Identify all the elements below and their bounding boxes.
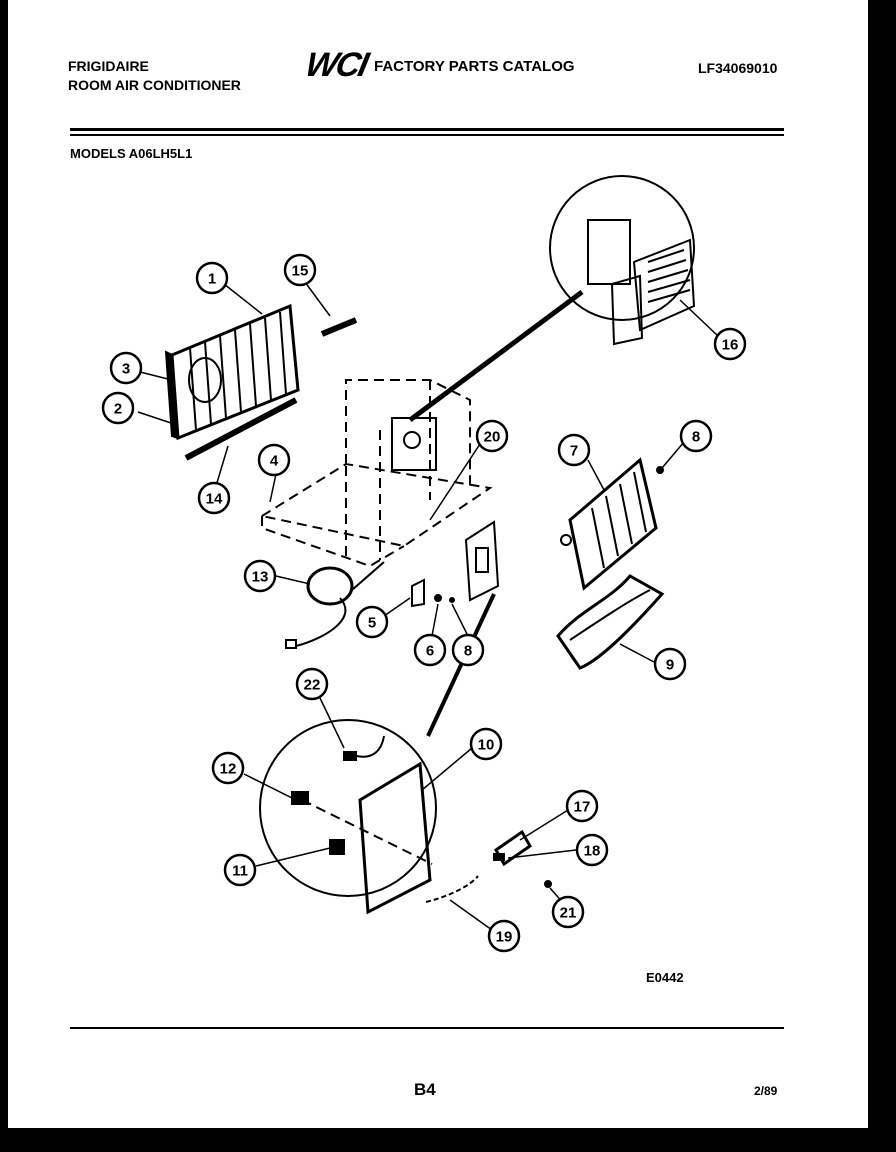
- wire-19: [425, 875, 479, 903]
- power-cord: [285, 561, 385, 649]
- callout-2-label: 2: [114, 401, 122, 418]
- header-rule-thin: [70, 134, 784, 136]
- callout-19: [487, 919, 521, 953]
- callout-6: [413, 633, 447, 667]
- callout-17-label: 17: [574, 799, 591, 816]
- callout-16-label: 16: [722, 337, 739, 354]
- footer-rule: [70, 1027, 784, 1029]
- callout-15: [283, 253, 317, 287]
- models-label: MODELS A06LH5L1: [70, 146, 193, 161]
- callout-7: [557, 433, 591, 467]
- inset-leader-lower: [426, 593, 496, 737]
- callout-9: [653, 647, 687, 681]
- callout-10: [469, 727, 503, 761]
- callout-15-label: 15: [292, 263, 309, 280]
- callout-14: [197, 481, 231, 515]
- bottom-strip: [184, 397, 298, 461]
- callout-7-label: 7: [570, 443, 578, 460]
- cabinet-outline: [259, 379, 493, 568]
- callout-16: [713, 327, 747, 361]
- screw-6: [434, 594, 442, 602]
- callout-5: [355, 605, 389, 639]
- callout-20-label: 20: [484, 429, 501, 446]
- screw-8: [449, 597, 455, 603]
- callout-3-label: 3: [122, 361, 130, 378]
- small-bar: [320, 317, 358, 337]
- header-rule: [70, 128, 784, 131]
- callout-18: [575, 833, 609, 867]
- side-grille-panel: [560, 457, 658, 591]
- filter-door-inset: [549, 175, 696, 346]
- callout-4: [257, 443, 291, 477]
- connector-block: [493, 829, 532, 867]
- callout-21: [551, 895, 585, 929]
- part-number: LF34069010: [698, 60, 778, 76]
- callout-11: [223, 853, 257, 887]
- callout-13-label: 13: [252, 569, 269, 586]
- callout-12: [211, 751, 245, 785]
- callout-1: [195, 261, 229, 295]
- product-type: ROOM AIR CONDITIONER: [68, 77, 241, 93]
- callout-3: [109, 351, 143, 385]
- screw-21: [544, 880, 552, 888]
- callout-19-label: 19: [496, 929, 513, 946]
- inset-leader: [408, 289, 584, 423]
- front-grille-panel: [164, 303, 300, 441]
- callout-13: [243, 559, 277, 593]
- callout-22: [295, 667, 329, 701]
- catalog-page: [8, 0, 868, 1128]
- callout-1-label: 1: [208, 271, 216, 288]
- callout-8-label: 8: [692, 429, 700, 446]
- drain-pan: [556, 574, 665, 670]
- callout-4-label: 4: [270, 453, 279, 470]
- control-inset: [259, 719, 437, 915]
- callout-5-label: 5: [368, 615, 376, 632]
- screw-8b: [656, 466, 664, 474]
- callout-12-label: 12: [220, 761, 237, 778]
- callout-11-label: 11: [232, 863, 248, 880]
- callout-22-label: 22: [304, 677, 321, 694]
- callout-9-label: 9: [666, 657, 674, 674]
- callout-20: [475, 419, 509, 453]
- page-number: B4: [414, 1080, 436, 1099]
- brand-name: FRIGIDAIRE: [68, 58, 149, 74]
- callout-8-lower-label: 8: [464, 643, 472, 660]
- callout-10-label: 10: [478, 737, 495, 754]
- callout-8: [679, 419, 713, 453]
- callout-21-label: 21: [560, 905, 577, 922]
- callout-2: [101, 391, 135, 425]
- callout-18-label: 18: [584, 843, 601, 860]
- catalog-date: 2/89: [754, 1084, 778, 1098]
- control-plate: [464, 520, 500, 602]
- callout-14-label: 14: [206, 491, 223, 508]
- callout-leaders: [137, 277, 719, 931]
- catalog-title: FACTORY PARTS CATALOG: [374, 58, 575, 75]
- callout-6-label: 6: [426, 643, 434, 660]
- bracket-5: [411, 578, 425, 608]
- diagram-code: E0442: [646, 970, 684, 985]
- callout-17: [565, 789, 599, 823]
- callout-8-lower: [451, 633, 485, 667]
